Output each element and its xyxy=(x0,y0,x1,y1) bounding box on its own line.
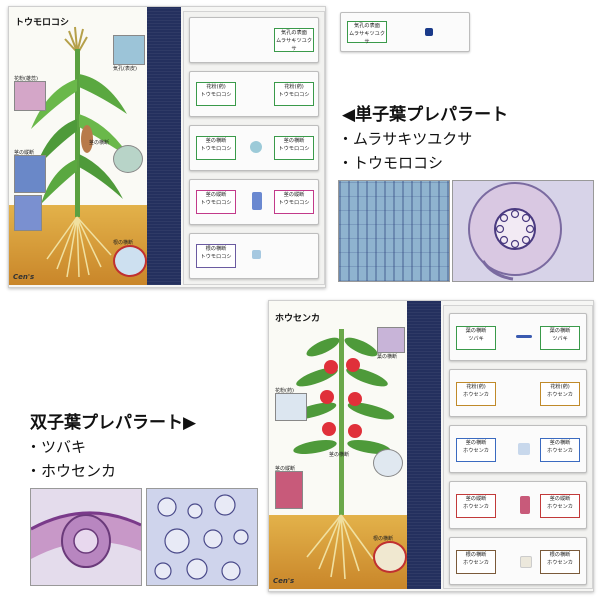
board-title: トウモロコシ xyxy=(15,18,70,28)
slide-2[interactable]: 花粉(葯)ホウセンカ 花粉(葯)ホウセンカ xyxy=(449,369,587,417)
pollen-inset xyxy=(14,81,46,111)
stem-long-inset xyxy=(275,471,303,509)
slide-label: 茎の縦断ホウセンカ xyxy=(456,494,496,518)
slide-5[interactable]: 根の横断トウモロコシ xyxy=(189,233,319,279)
slide-label: 根の横断トウモロコシ xyxy=(196,244,236,268)
slide-4[interactable]: 茎の縦断トウモロコシ 茎の縦断トウモロコシ xyxy=(189,179,319,225)
monocot-item-2: ・トウモロコシ xyxy=(338,154,444,172)
brand-logo: Cen's xyxy=(273,577,295,585)
slide-4[interactable]: 茎の縦断ホウセンカ 茎の縦断ホウセンカ xyxy=(449,481,587,529)
stoma-inset xyxy=(113,35,145,65)
corn-plant-illustration xyxy=(31,26,131,278)
monocot-heading: ◀単子葉プレパラート xyxy=(342,105,509,125)
stem-long-inset xyxy=(14,155,46,193)
pollen-inset xyxy=(275,393,307,421)
specimen-spot xyxy=(425,28,433,36)
monocot-item-1: ・ムラサキツユクサ xyxy=(338,130,473,148)
micrograph-leaf-cross-section xyxy=(30,488,142,586)
slide-label: 茎の横断ホウセンカ xyxy=(456,438,496,462)
slide-label: 花粉(葯)トウモロコシ xyxy=(196,82,236,106)
root-cross-inset xyxy=(373,541,407,573)
micrograph-stem-cross-section xyxy=(146,488,258,586)
specimen-spot xyxy=(252,250,261,259)
dicot-item-1: ・ツバキ xyxy=(26,438,87,456)
root-cross-svg xyxy=(468,182,562,281)
corn-illustration-panel: トウモロコシ 気孔(表皮) 花粉(雄蕊) 茎の xyxy=(9,7,147,285)
dicot-kit-board: ホウセンカ 葉の横断 xyxy=(268,300,594,592)
slide-label-right: 花粉(葯)ホウセンカ xyxy=(540,382,580,406)
slide-label-right: 葉の横断ツバキ xyxy=(540,326,580,350)
stem-long2-inset xyxy=(14,195,42,231)
slide-3[interactable]: 茎の横断トウモロコシ 茎の横断トウモロコシ xyxy=(189,125,319,171)
stem-cross-inset xyxy=(113,145,143,173)
label-stem-cross: 茎の横断 xyxy=(329,452,350,458)
stem-cross-inset xyxy=(373,449,403,477)
board-spine xyxy=(407,301,441,589)
slide-label: 花粉(葯)ホウセンカ xyxy=(456,382,496,406)
label-stoma: 気孔(表皮) xyxy=(113,66,137,72)
slide-label: 茎の縦断トウモロコシ xyxy=(196,190,236,214)
slide-1[interactable]: 葉の横断ツバキ 葉の横断ツバキ xyxy=(449,313,587,361)
label-stem-cross: 茎の横断 xyxy=(89,140,110,146)
slide-label-right: 茎の横断ホウセンカ xyxy=(540,438,580,462)
label-pollen: 花粉(葯) xyxy=(275,388,294,394)
slide-label: 根の横断ホウセンカ xyxy=(456,550,496,574)
brand-logo: Cen's xyxy=(13,273,35,281)
board-title: ホウセンカ xyxy=(275,314,321,324)
micrograph-stem-longitudinal xyxy=(338,180,450,282)
single-slide[interactable]: 気孔の表面ムラサキツユクサ xyxy=(340,12,470,52)
slide-1[interactable]: 気孔の表面ムラサキツユクサ xyxy=(189,17,319,63)
specimen-spot xyxy=(518,443,530,455)
specimen-spot xyxy=(520,496,530,514)
balsam-illustration-panel: ホウセンカ 葉の横断 xyxy=(269,301,407,589)
specimen-spot xyxy=(516,335,532,338)
label-leaf-cross: 葉の横断 xyxy=(377,354,398,360)
dicot-heading: 双子葉プレパラート▶ xyxy=(30,413,197,433)
specimen-spot xyxy=(520,556,532,568)
leaf-cross-svg xyxy=(31,511,141,568)
label-stem-long: 茎の縦断 xyxy=(14,150,35,156)
monocot-kit-board: トウモロコシ 気孔(表皮) 花粉(雄蕊) 茎の xyxy=(8,6,326,288)
root-cross-inset xyxy=(113,245,147,277)
board-spine xyxy=(147,7,181,285)
label-root-cross: 根の横断 xyxy=(373,536,394,542)
label-pollen: 花粉(雄蕊) xyxy=(14,76,38,82)
specimen-spot xyxy=(252,192,262,210)
slide-label: 葉の横断ツバキ xyxy=(456,326,496,350)
slide-label-right: 根の横断ホウセンカ xyxy=(540,550,580,574)
leaf-cross-inset xyxy=(377,327,405,353)
slide-label-right: 茎の縦断ホウセンカ xyxy=(540,494,580,518)
slide-label-right: 茎の横断トウモロコシ xyxy=(274,136,314,160)
slide-label-right: 花粉(葯)トウモロコシ xyxy=(274,82,314,106)
micrograph-root-cross-section xyxy=(452,180,594,282)
label-root-cross: 根の横断 xyxy=(113,240,134,246)
slide-5[interactable]: 根の横断ホウセンカ 根の横断ホウセンカ xyxy=(449,537,587,585)
stem-cross-svg xyxy=(154,494,249,581)
slide-3[interactable]: 茎の横断ホウセンカ 茎の横断ホウセンカ xyxy=(449,425,587,473)
slide-label: 気孔の表面ムラサキツユクサ xyxy=(347,21,387,45)
slide-2[interactable]: 花粉(葯)トウモロコシ 花粉(葯)トウモロコシ xyxy=(189,71,319,117)
dicot-item-2: ・ホウセンカ xyxy=(26,462,117,480)
slide-label-right: 茎の縦断トウモロコシ xyxy=(274,190,314,214)
slide-label: 気孔の表面ムラサキツユクサ xyxy=(274,28,314,52)
specimen-spot xyxy=(250,141,262,153)
slide-label: 茎の横断トウモロコシ xyxy=(196,136,236,160)
label-stem-long: 茎の縦断 xyxy=(275,466,296,472)
